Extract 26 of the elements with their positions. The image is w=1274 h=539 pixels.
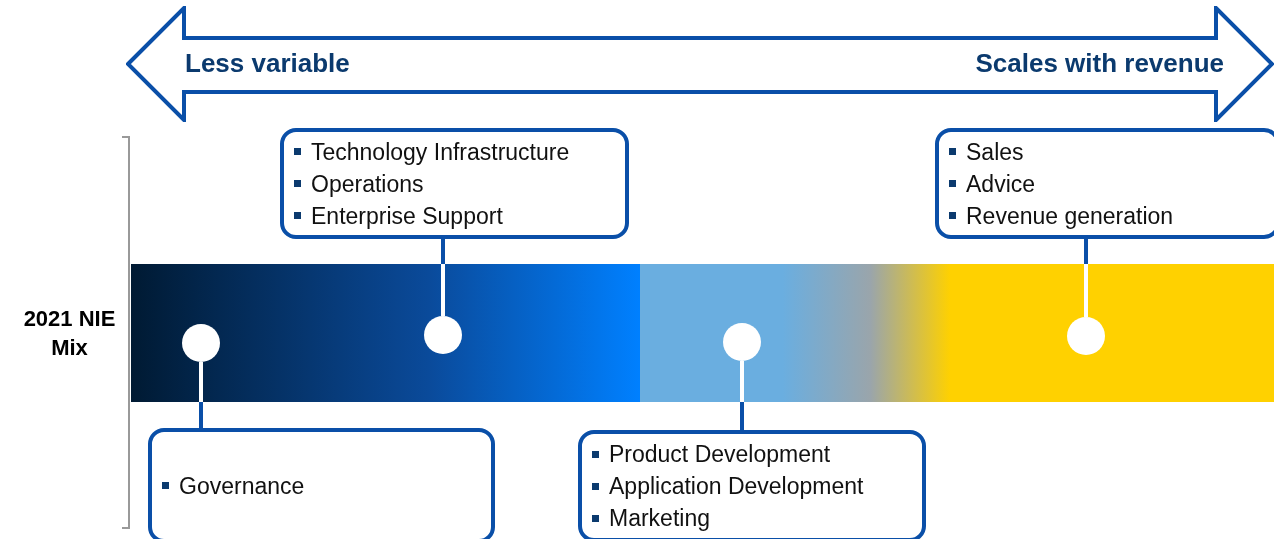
list-item-text: Technology Infrastructure xyxy=(311,137,570,167)
arrow-label: Scales with revenue xyxy=(975,48,1224,79)
row-label: 2021 NIE Mix xyxy=(22,305,117,362)
list-item-text: Application Development xyxy=(609,472,864,501)
list-item-text: Operations xyxy=(311,169,424,199)
list-item-text: Governance xyxy=(179,471,305,501)
leader-line xyxy=(199,362,203,428)
list-item-text: Advice xyxy=(966,169,1036,199)
list-item-text: Product Development xyxy=(609,440,831,469)
marker-circle xyxy=(1067,317,1105,355)
leader-line xyxy=(441,239,445,316)
arrow-label: Less variable xyxy=(185,48,350,79)
marker-circle xyxy=(424,316,462,354)
callout-box xyxy=(578,430,926,539)
leader-line xyxy=(740,361,744,430)
leader-line xyxy=(1084,239,1088,317)
gradient-bar xyxy=(131,264,1274,402)
list-item-text: Revenue generation xyxy=(966,201,1174,231)
callout-box xyxy=(148,428,495,539)
marker-circle xyxy=(182,324,220,362)
list-item-text: Enterprise Support xyxy=(311,201,503,231)
marker-circle xyxy=(723,323,761,361)
list-item-text: Marketing xyxy=(609,504,710,533)
callout-box xyxy=(280,128,629,239)
callout-box xyxy=(935,128,1274,239)
list-item-text: Sales xyxy=(966,137,1024,167)
